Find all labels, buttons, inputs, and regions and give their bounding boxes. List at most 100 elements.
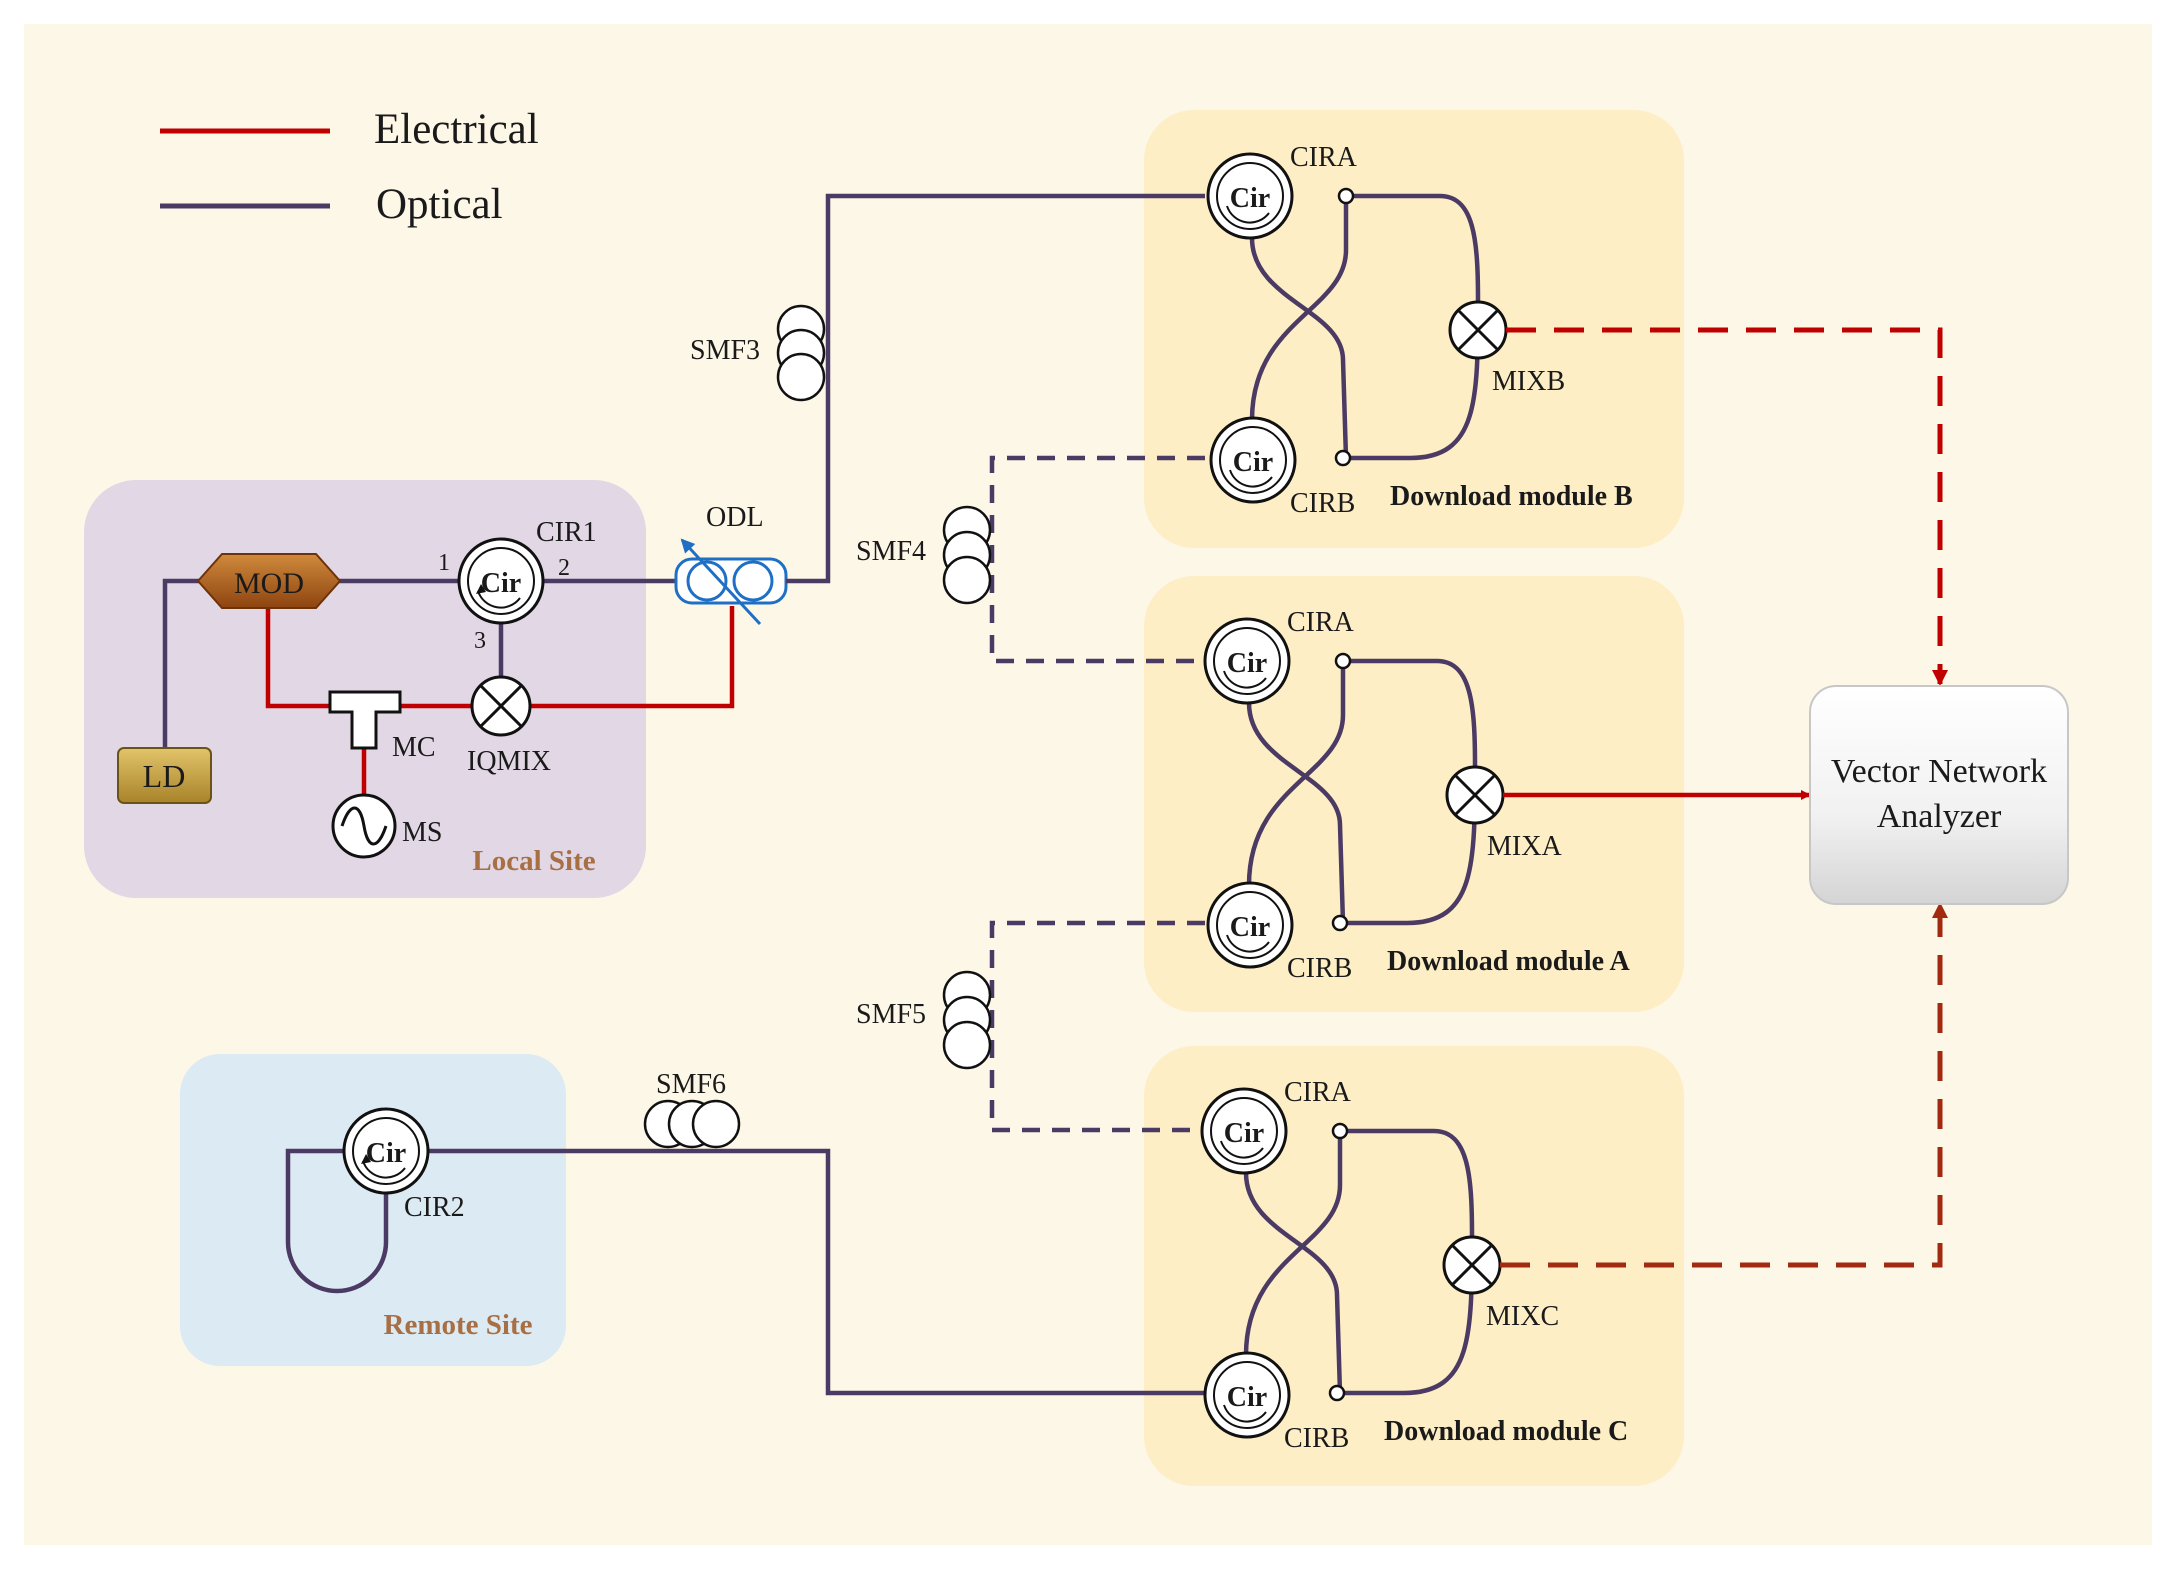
odl-coil-right: [732, 560, 774, 602]
module-c-cross-fiber-2: [1243, 1131, 1343, 1356]
mod-to-mc-wire: [265, 608, 330, 709]
smf5-fiber-spool: SMF5: [856, 970, 992, 1070]
module-a-cira: [1203, 617, 1291, 705]
module-a-node-top: [1334, 652, 1352, 670]
ms-sine-icon: [340, 806, 388, 846]
module-b-cira-inner: [1216, 162, 1284, 230]
download-module-c: Cir CIRA Cir CIRB MIXC Download module C: [1200, 1077, 1628, 1454]
module-c-node-top: [1331, 1122, 1349, 1140]
smf3-coil-3: [776, 352, 826, 402]
module-c-cross-fiber-1: [1243, 1172, 1343, 1394]
smf5-coil-3: [942, 1020, 992, 1070]
ld-to-mod-fiber: [162, 578, 200, 750]
cir1-outer: [457, 537, 545, 625]
module-a-cirb: [1206, 881, 1294, 969]
vector-network-analyzer: Vector Network Analyzer: [1809, 685, 2069, 905]
remote-site-title: Remote Site: [384, 1309, 533, 1341]
module-a-mixer-cross-icon-2: [1453, 773, 1497, 817]
module-c-cirb-arrow-icon: [1223, 1404, 1267, 1423]
legend: Electrical Optical: [160, 106, 539, 228]
odl-label: ODL: [706, 502, 764, 533]
module-a-node-bottom: [1331, 914, 1349, 932]
module-a-cirb-cir: Cir: [1230, 912, 1270, 943]
odl-coil-left: [686, 560, 728, 602]
cir2-arrowhead-icon: [361, 1154, 371, 1164]
smf4-fiber-spool: SMF4: [856, 505, 992, 605]
remote-site-box: [180, 1054, 566, 1366]
module-c-cira-label: CIRA: [1284, 1077, 1352, 1108]
module-a-title: Download module A: [1387, 946, 1630, 977]
module-c-cirb-label: CIRB: [1284, 1423, 1349, 1454]
iqmix-cross-icon-2: [478, 683, 524, 729]
module-b-node-bottom: [1334, 449, 1352, 467]
smf3-fiber-spool: SMF3: [690, 304, 826, 402]
cir2-outer: [342, 1107, 430, 1195]
cir1-port3-label: 3: [474, 628, 486, 654]
mod-label: MOD: [234, 567, 304, 600]
cir2-cir-text: Cir: [366, 1138, 406, 1169]
remote-site: Cir CIR2 Remote Site: [285, 1107, 1205, 1396]
ms-label: MS: [402, 817, 442, 848]
module-b-cirb-inner: [1219, 426, 1287, 494]
module-b-cirb-cir: Cir: [1233, 447, 1273, 478]
module-a-cross-fiber-1: [1246, 702, 1346, 924]
module-c-node-bottom: [1328, 1384, 1346, 1402]
cir1-port1-label: 1: [438, 550, 450, 576]
module-b-cirb-label: CIRB: [1290, 488, 1355, 519]
module-b-mix-label: MIXB: [1492, 366, 1565, 397]
vna-label-line2: Analyzer: [1877, 798, 2002, 835]
module-b-cross-fiber-2: [1249, 196, 1349, 421]
module-b-cira-arrow-icon: [1226, 205, 1270, 224]
module-a-cross-fiber-2: [1246, 661, 1346, 886]
cir2-inner: [352, 1117, 420, 1185]
module-a-cirb-label: CIRB: [1287, 953, 1352, 984]
module-c-cira: [1200, 1087, 1288, 1175]
cir2-rotation-arrow-icon: [362, 1160, 406, 1179]
smf6-coil-3: [691, 1099, 741, 1149]
module-b-cira-label: CIRA: [1290, 142, 1358, 173]
cir2-loop-fiber: [285, 1148, 389, 1294]
module-a-cirb-inner: [1216, 891, 1284, 959]
module-a-cira-arrow-icon: [1223, 670, 1267, 689]
smf6-label: SMF6: [656, 1069, 726, 1100]
cir2-label: CIR2: [404, 1192, 465, 1223]
download-module-b: Cir CIRA Cir CIRB MIXB Download module B: [1206, 142, 1633, 519]
module-a-cira-inner: [1213, 627, 1281, 695]
module-b-cross-fiber-1: [1249, 237, 1349, 459]
module-a-cirb-arrow-icon: [1226, 934, 1270, 953]
mod-modulator: [196, 553, 342, 609]
module-a-to-module-c-fiber: [989, 920, 1205, 1133]
odl-to-module-b-fiber: [786, 193, 1205, 584]
mixc-arrowhead-icon: [1932, 902, 1948, 918]
module-b-cirb-arrow-icon: [1229, 469, 1273, 488]
module-c-cira-arrow-icon: [1220, 1140, 1264, 1159]
vna-label-line1: Vector Network: [1831, 753, 2047, 790]
cir1-inner: [467, 547, 535, 615]
module-b-title: Download module B: [1390, 481, 1633, 512]
smf5-label: SMF5: [856, 999, 926, 1030]
cir1-rotation-arrow-icon: [477, 590, 521, 609]
iqmix-label: IQMIX: [467, 746, 551, 777]
iqmix-to-odl-wire: [530, 606, 735, 709]
mixb-to-vna-wire: [1506, 327, 1943, 684]
module-a-cira-cir: Cir: [1227, 648, 1267, 679]
mc-label: MC: [392, 732, 436, 763]
module-c-mixer-cross-icon-2: [1450, 1243, 1494, 1287]
module-c-cirb-inner: [1213, 1361, 1281, 1429]
mixb-arrowhead-icon: [1932, 670, 1948, 686]
cir1-cir-text: Cir: [481, 568, 521, 599]
module-c-cira-inner: [1210, 1097, 1278, 1165]
legend-electrical-label: Electrical: [374, 106, 539, 153]
module-c-cirb: [1203, 1351, 1291, 1439]
module-b-to-module-a-fiber: [989, 455, 1205, 664]
module-a-cira-label: CIRA: [1287, 607, 1355, 638]
ld-laser-diode: [117, 747, 212, 804]
module-c-title: Download module C: [1384, 1416, 1628, 1447]
vna-box: [1809, 685, 2069, 905]
module-c-mix-label: MIXC: [1486, 1301, 1559, 1332]
odl-delay-line: ODL: [674, 502, 788, 626]
smf4-label: SMF4: [856, 536, 926, 567]
module-c-cirb-cir: Cir: [1227, 1382, 1267, 1413]
local-site-title: Local Site: [472, 845, 595, 877]
